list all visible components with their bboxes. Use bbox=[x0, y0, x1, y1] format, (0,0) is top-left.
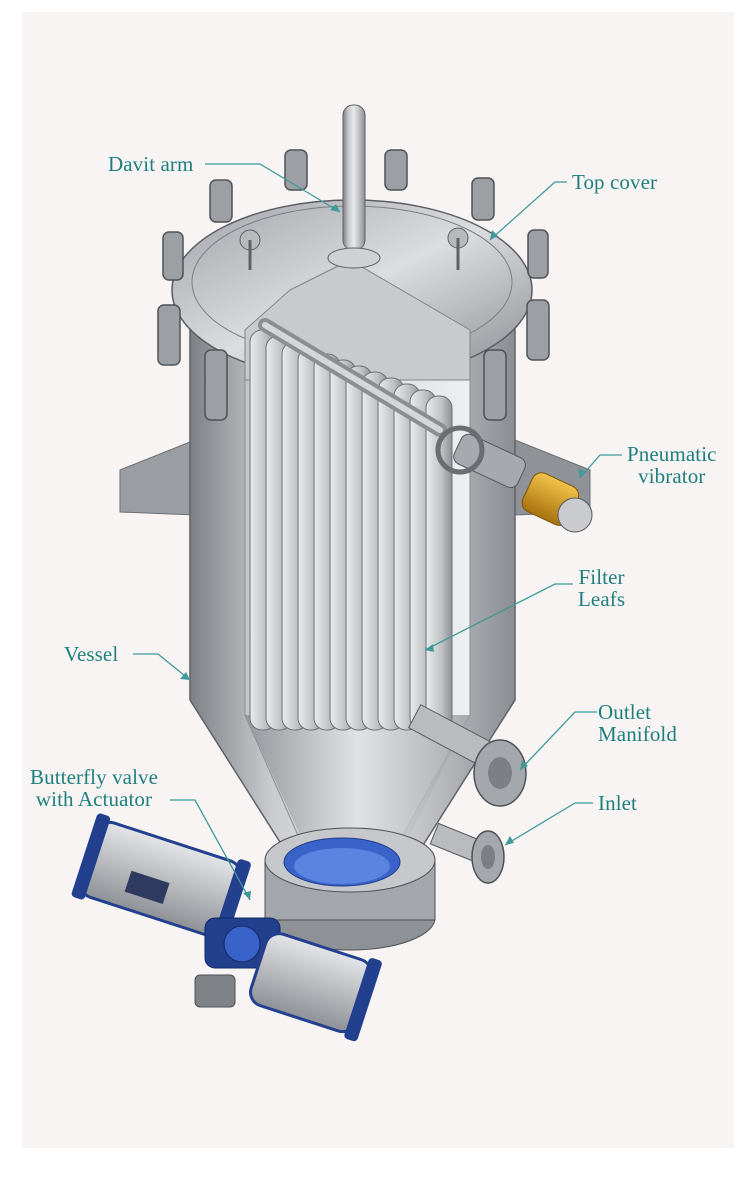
bottom-flange bbox=[264, 827, 436, 951]
butterfly-valve-actuator bbox=[71, 813, 382, 1042]
label-vessel: Vessel bbox=[64, 642, 119, 666]
label-davit-arm: Davit arm bbox=[108, 152, 194, 176]
leader-arrows bbox=[180, 204, 586, 900]
outlet-manifold bbox=[407, 704, 527, 807]
label-inlet: Inlet bbox=[598, 791, 637, 815]
label-top-cover: Top cover bbox=[572, 170, 658, 194]
label-butterfly-valve: Butterfly valve with Actuator bbox=[30, 765, 159, 811]
leader-lines bbox=[133, 163, 622, 901]
label-pneumatic-vibrator: Pneumatic vibrator bbox=[627, 442, 717, 488]
inlet-pipe bbox=[429, 822, 505, 884]
label-outlet-manifold: Outlet Manifold bbox=[598, 700, 677, 746]
pneumatic-vibrator bbox=[435, 425, 593, 533]
filter-leafs bbox=[249, 318, 453, 731]
cover-clamps bbox=[157, 149, 550, 421]
label-filter-leafs: Filter Leafs bbox=[578, 565, 626, 611]
top-cover bbox=[171, 104, 533, 381]
